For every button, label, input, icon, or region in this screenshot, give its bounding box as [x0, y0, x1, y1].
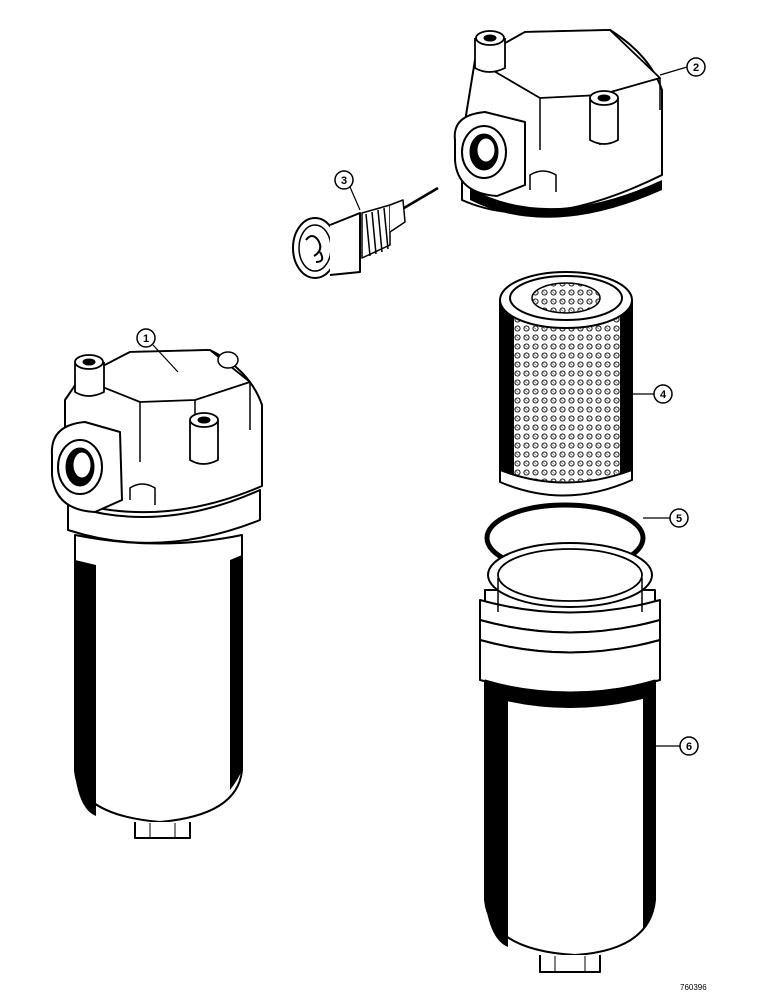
- callout-5: 5: [643, 508, 689, 528]
- bypass-valve: [292, 186, 439, 279]
- filter-element: [499, 271, 633, 497]
- callout-1-label: 1: [143, 333, 149, 345]
- callout-6: 6: [655, 736, 699, 756]
- callout-3: 3: [334, 170, 361, 211]
- assembled-bowl: [74, 534, 243, 823]
- assembled-filter: [50, 349, 263, 839]
- drawing-number: 760396: [680, 983, 707, 992]
- filter-head: [453, 29, 663, 218]
- bowl-drain-nut: [539, 955, 601, 973]
- callout-4: 4: [632, 384, 673, 404]
- callout-2-label: 2: [693, 62, 699, 74]
- callout-2: 2: [659, 57, 706, 77]
- filter-bowl: [479, 542, 661, 973]
- assembled-drain-nut: [134, 822, 191, 839]
- callout-5-label: 5: [676, 513, 682, 525]
- callout-3-label: 3: [341, 175, 347, 187]
- callout-1: 1: [136, 328, 179, 373]
- callout-4-label: 4: [660, 389, 667, 401]
- callout-6-label: 6: [686, 741, 692, 753]
